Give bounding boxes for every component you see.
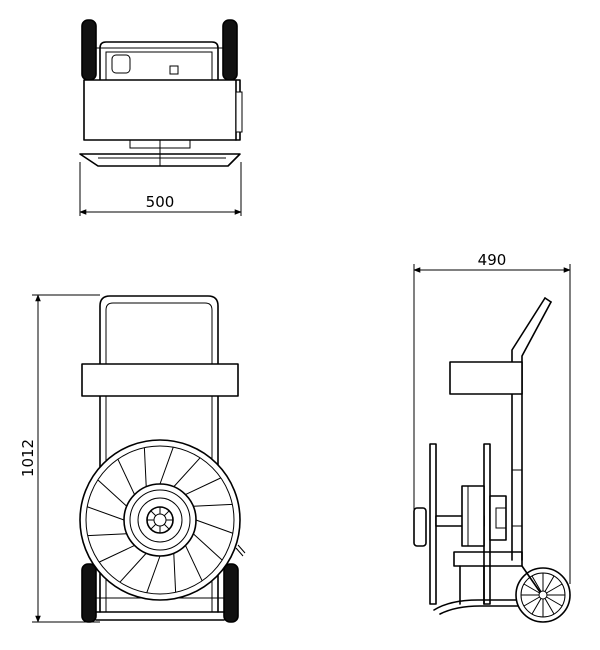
reel-spoke xyxy=(173,457,201,488)
hub-spoke xyxy=(163,523,170,530)
wheel-spoke xyxy=(544,575,555,592)
front-band xyxy=(81,363,239,397)
side-wheel xyxy=(515,567,571,623)
reel-spoke xyxy=(143,447,147,487)
reel-spoke xyxy=(185,545,203,582)
hub-spoke xyxy=(163,510,170,517)
reel-spoke xyxy=(87,506,125,521)
reel-spoke xyxy=(173,553,177,593)
top-left-wheel xyxy=(81,19,97,81)
reel-spoke xyxy=(117,458,135,495)
side-view: 490 xyxy=(413,251,571,623)
reel-spoke xyxy=(192,533,223,561)
reel-spoke xyxy=(195,519,233,534)
top-frame-box xyxy=(83,79,241,141)
front-left-wheel xyxy=(81,563,97,623)
wheel-spoke xyxy=(523,583,540,594)
strap-reel xyxy=(79,439,241,601)
reel-spoke xyxy=(146,555,161,593)
hub-spoke xyxy=(150,510,157,517)
reel-spoke xyxy=(193,503,233,507)
top-view: 500 xyxy=(79,19,243,216)
reel-spoke xyxy=(185,477,222,495)
side-band xyxy=(449,361,523,395)
top-right-wheel xyxy=(222,19,238,81)
wheel-spoke xyxy=(531,598,542,615)
reel-spoke xyxy=(87,533,127,537)
wheel-spoke xyxy=(531,575,542,592)
reel-spoke xyxy=(98,545,135,563)
hub-spoke xyxy=(150,523,157,530)
dim-width-label: 500 xyxy=(146,193,175,211)
wheel-spoke xyxy=(544,598,555,615)
reel-spoke xyxy=(97,479,128,507)
wheel-spoke xyxy=(546,583,563,594)
reel-spoke xyxy=(119,552,147,583)
wheel-spoke xyxy=(523,596,540,607)
wheel-spoke xyxy=(546,596,563,607)
dim-depth-label: 490 xyxy=(478,251,507,269)
dim-height-label: 1012 xyxy=(19,439,37,477)
front-right-wheel xyxy=(223,563,239,623)
front-view: 1012 xyxy=(19,294,246,623)
reel-spoke xyxy=(159,447,174,485)
